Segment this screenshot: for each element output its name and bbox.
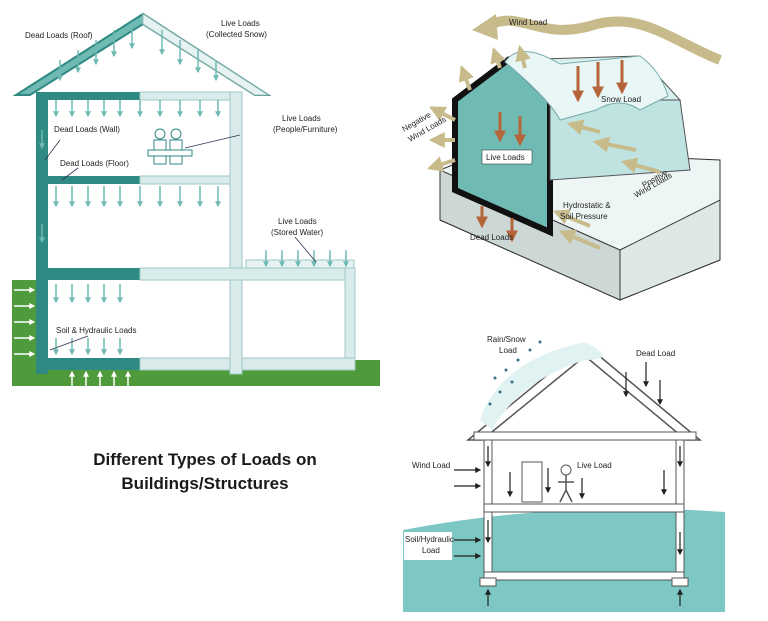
caption-line-1: Different Types of Loads on (93, 450, 317, 469)
figure-caption: Different Types of Loads on Buildings/St… (40, 448, 370, 496)
label-hydrostatic-2: Soil Pressure (560, 212, 608, 221)
label-dead-load: Dead Load (636, 349, 675, 358)
label-live-snow-2: (Collected Snow) (206, 30, 267, 39)
shelf (521, 461, 543, 503)
label-live-water: Live Loads (278, 217, 317, 226)
label-live-people: Live Loads (282, 114, 321, 123)
label-dead-loads: Dead Loads (470, 233, 513, 242)
house-3d-diagram: Wind Load Negative Wind Loads Snow Load … (401, 14, 722, 301)
label-wind-load: Wind Load (509, 18, 547, 27)
label-soil-hydraulic: Soil/Hydraulic (405, 535, 454, 544)
label-wind-load-3: Wind Load (412, 461, 450, 470)
label-dead-floor: Dead Loads (Floor) (60, 159, 129, 168)
label-live-load: Live Load (577, 461, 612, 470)
label-rain-snow: Rain/Snow (487, 335, 526, 344)
caption-line-2: Buildings/Structures (121, 474, 289, 493)
label-live-people-2: (People/Furniture) (273, 125, 338, 134)
label-soil-hydraulic-2: Load (422, 546, 440, 555)
label-dead-roof: Dead Loads (Roof) (25, 31, 93, 40)
wind-load-arrow (487, 15, 722, 65)
label-hydrostatic: Hydrostatic & (563, 201, 611, 210)
label-live-loads: Live Loads (486, 153, 525, 162)
label-dead-wall: Dead Loads (Wall) (54, 125, 120, 134)
label-snow-load: Snow Load (601, 95, 641, 104)
label-soil: Soil & Hydraulic Loads (56, 326, 136, 335)
label-live-water-2: (Stored Water) (271, 228, 323, 237)
label-live-snow: Live Loads (221, 19, 260, 28)
simple-house-diagram: Rain/Snow Load Dead Load Wind Load Live … (403, 335, 725, 612)
people-figures (147, 128, 193, 165)
label-rain-snow-2: Load (499, 346, 517, 355)
